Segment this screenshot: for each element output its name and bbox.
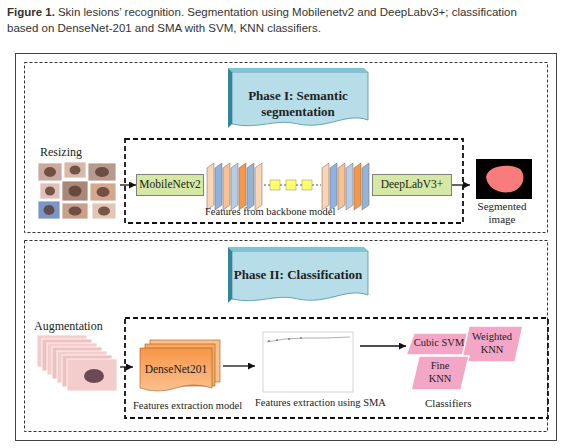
node-label: Phase II: Classification (228, 267, 368, 283)
feature-layer (207, 163, 214, 210)
model-box-shape (373, 175, 452, 196)
feature-layers (207, 163, 369, 210)
classifier-shape: Weighted KNN (461, 326, 523, 362)
flow-arrow (223, 365, 255, 366)
lesion-spot (98, 207, 110, 216)
feature-layer (223, 163, 230, 210)
lesion-mask (486, 166, 523, 193)
node-label: DeepLabV3+ (372, 178, 452, 192)
figure-title: Figure 1. (7, 6, 55, 18)
outer-frame (16, 54, 557, 441)
model-stack: DenseNet201Features extraction model (133, 338, 223, 413)
banner-edge (228, 247, 368, 251)
feature-layer (239, 163, 246, 210)
node-sublabel: Features extraction model (133, 400, 242, 413)
mask-background (476, 159, 532, 199)
lesion-photo (88, 163, 116, 181)
feature-layer (330, 163, 337, 210)
feature-layer (338, 163, 345, 210)
lesion-spot (97, 187, 110, 197)
plot-line (267, 337, 350, 342)
plot-dot (276, 339, 278, 341)
parallelogram-shape (406, 333, 472, 355)
flow-arrow (120, 366, 133, 367)
banner-edge (228, 247, 232, 303)
caption-label: Classifiers (425, 397, 471, 410)
augmented-photo (67, 359, 117, 391)
lesion-spot (44, 205, 55, 215)
flow-arrow (120, 184, 136, 185)
feature-plot: Features extraction using SMA (255, 328, 360, 416)
plot-dot (300, 337, 302, 339)
module-frame (125, 139, 463, 223)
node-label: Weighted KNN (469, 331, 515, 356)
parallelogram-shape (461, 326, 523, 362)
lesion-spot (69, 207, 82, 216)
module-frame (125, 318, 548, 418)
lesion-photo (38, 163, 62, 181)
node-label: DenseNet201 (140, 363, 212, 377)
lesion-spot (44, 167, 56, 177)
feature-layer (215, 163, 222, 210)
lesion-photo (38, 201, 60, 219)
feature-layer (247, 163, 254, 210)
node-label: Augmentation (34, 319, 103, 333)
image-set: Resizing (36, 145, 120, 221)
phase-banner: Phase I: Semantic segmentation (228, 66, 368, 132)
classifier-shape: Fine KNN (411, 356, 469, 390)
caption-text: Skin lesions’ recognition. Segmentation … (7, 6, 517, 34)
feature-layer (255, 163, 262, 210)
feature-layer (231, 163, 238, 210)
caption-label: Features from backbone model (205, 206, 335, 219)
classifier-shape: Cubic SVM (406, 333, 472, 355)
figure-caption: Figure 1.Skin lesions’ recognition. Segm… (7, 4, 522, 36)
feature-layer (354, 163, 361, 210)
flow-arrow (360, 345, 406, 346)
lesion-photo (40, 183, 60, 199)
feature-block (270, 180, 280, 190)
feature-block (286, 180, 296, 190)
lesion-spot (95, 167, 109, 177)
plot-dot (288, 338, 290, 340)
feature-block (302, 180, 312, 190)
lesion-photo (90, 183, 116, 201)
phase-panel (25, 63, 548, 233)
lesion-spot (69, 185, 82, 196)
node-label: Cubic SVM (412, 337, 466, 350)
node-label: Resizing (40, 145, 82, 159)
model-page (140, 348, 212, 391)
banner-edge (228, 68, 232, 128)
feature-layer (322, 163, 329, 210)
banner-edge (228, 68, 368, 72)
node-label: MobileNetv2 (136, 178, 204, 192)
model-box: MobileNetv2 (136, 174, 204, 196)
node-label: Features extraction using SMA (255, 397, 386, 410)
feature-layer (346, 163, 353, 210)
node-label: Fine KNN (425, 360, 455, 385)
plot-dot (268, 340, 270, 342)
segmented-image: Segmented image (470, 157, 534, 227)
lesion-spot (84, 369, 104, 383)
feature-layer (362, 163, 369, 210)
lesion-spot (45, 187, 55, 196)
model-box: DeepLabV3+ (372, 174, 452, 196)
node-label: Segmented image (470, 200, 534, 226)
lesion-spot (70, 166, 81, 175)
lesion-photo (62, 203, 88, 219)
phase-banner: Phase II: Classification (228, 245, 368, 307)
lesion-photo (92, 203, 116, 219)
phase-panel (25, 241, 548, 432)
flow-arrow (452, 184, 470, 185)
image-set: Augmentation (32, 318, 120, 396)
lesion-photo (64, 162, 86, 178)
model-box-shape (137, 175, 204, 196)
parallelogram-shape (411, 356, 469, 390)
plot-frame (263, 332, 353, 392)
lesion-photo (62, 181, 88, 201)
node-label: Phase I: Semantic segmentation (228, 88, 368, 119)
